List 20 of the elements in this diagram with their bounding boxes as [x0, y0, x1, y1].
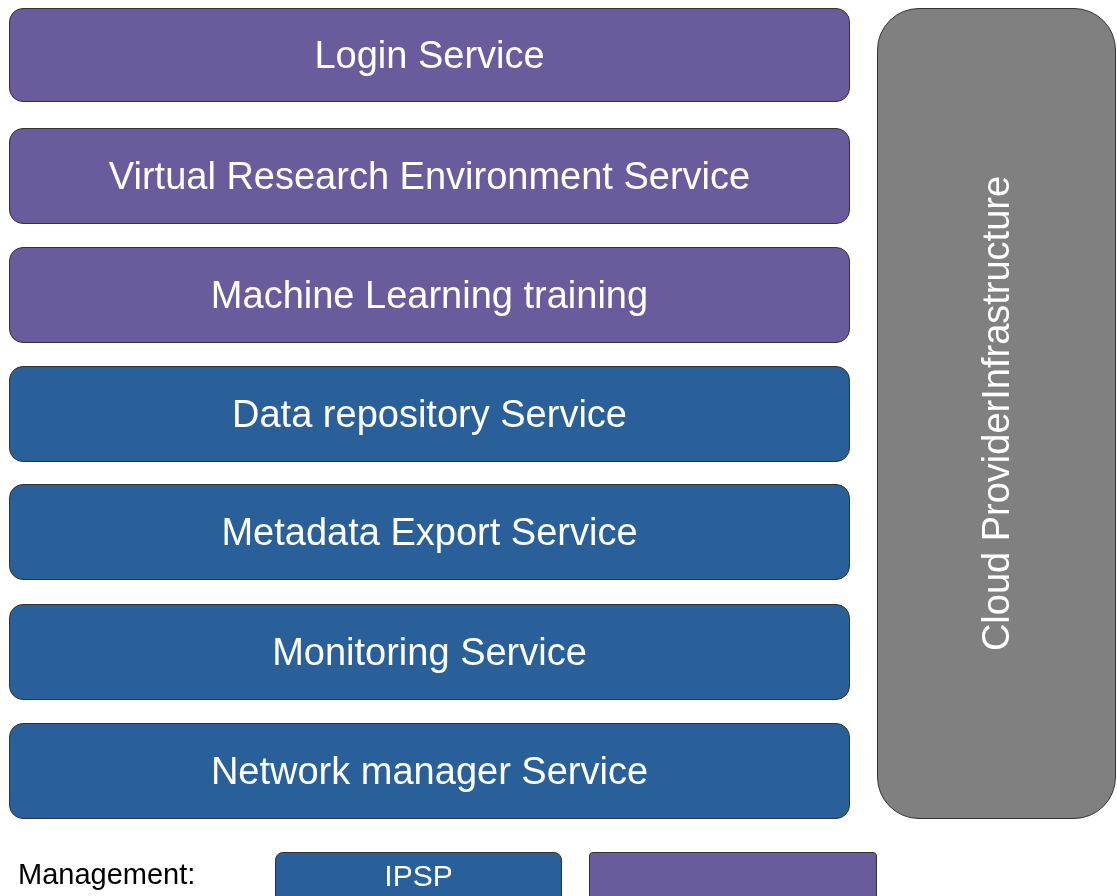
service-box: [9, 247, 850, 343]
box-label: Network manager Service: [210, 749, 649, 793]
service-box: [9, 604, 850, 700]
box-label: Metadata Export Service: [221, 510, 638, 554]
infrastructure-panel: [877, 8, 1116, 819]
box-label: Login Service: [314, 33, 545, 77]
box-label: Cloud ProviderInfrastructure: [975, 175, 1018, 652]
service-box: [9, 8, 850, 102]
service-box: [275, 852, 562, 896]
legend-title: Management:: [18, 858, 196, 891]
box-label: Monitoring Service: [272, 630, 587, 674]
service-box: [9, 484, 850, 580]
service-box: [9, 366, 850, 462]
service-box: [9, 723, 850, 819]
box-label: Machine Learning training: [210, 273, 649, 317]
box-label: Virtual Research Environment Service: [108, 154, 751, 198]
box-label: Data repository Service: [232, 392, 627, 436]
legend-box: [589, 852, 877, 896]
service-box: [9, 128, 850, 224]
box-label: IPSP: [384, 859, 453, 893]
